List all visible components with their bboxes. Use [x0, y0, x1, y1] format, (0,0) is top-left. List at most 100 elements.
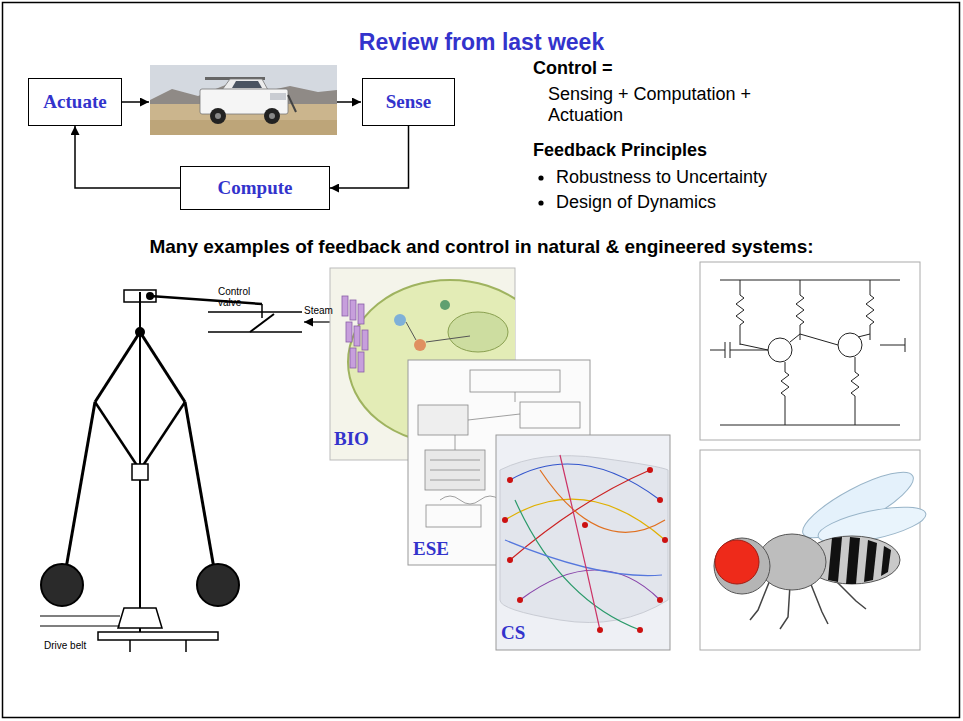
- governor-drawing: [261, 304, 263, 318]
- circuit-schematic: [800, 334, 838, 345]
- ese-picture: [430, 460, 480, 461]
- circuit-schematic: [768, 338, 792, 362]
- label-box: Control valve: [218, 286, 262, 308]
- truck-photo: [215, 113, 221, 119]
- governor-drawing: [95, 402, 140, 470]
- fly-drawing: [864, 540, 877, 582]
- picture-tag: BIO: [334, 428, 369, 450]
- cell-picture: [440, 300, 450, 310]
- truck-photo: [222, 79, 268, 90]
- circuit-schematic: [736, 280, 744, 345]
- circuit-schematic: [725, 342, 726, 358]
- cell-picture: [354, 326, 360, 346]
- governor-drawing: [40, 615, 120, 616]
- network-map: [560, 455, 600, 630]
- network-map: [597, 627, 603, 633]
- truck-photo: [150, 65, 337, 135]
- network-map: [496, 435, 670, 650]
- truck-photo: [210, 108, 226, 124]
- governor-drawing: [304, 321, 330, 322]
- cell-picture: [448, 312, 508, 352]
- ese-picture: [520, 402, 580, 428]
- fly-drawing: [846, 537, 860, 584]
- governor-drawing: [41, 564, 83, 606]
- truck-photo: [288, 95, 296, 112]
- process-box: Actuate: [28, 78, 122, 126]
- network-map: [510, 464, 660, 500]
- ese-picture: [418, 405, 468, 435]
- label-box: Drive belt: [44, 640, 124, 651]
- picture-tag: ESE: [413, 538, 449, 560]
- network-map: [502, 467, 668, 633]
- part-name: Control valve: [218, 286, 262, 308]
- ese-picture: [470, 370, 560, 392]
- truck-photo: [270, 93, 286, 100]
- truck-photo: [150, 65, 337, 135]
- cell-picture: [394, 314, 406, 326]
- circuit-schematic: [905, 338, 906, 352]
- bullet: [538, 175, 543, 180]
- network-map: [647, 467, 653, 473]
- network-map: [637, 627, 643, 633]
- cell-picture: [346, 322, 352, 342]
- part-name: Steam: [304, 305, 333, 316]
- label-box: BIO: [334, 428, 394, 450]
- governor-drawing: [150, 296, 262, 304]
- truck-photo: [264, 108, 280, 124]
- governor-drawing: [132, 464, 148, 480]
- network-map: [507, 477, 513, 483]
- cell-picture: [342, 296, 368, 372]
- truck-photo: [269, 113, 275, 119]
- cell-picture: [414, 339, 426, 351]
- network-map: [505, 499, 665, 540]
- network-map: [496, 435, 670, 650]
- fly-drawing: [700, 450, 929, 650]
- feedback-arrow: [75, 126, 180, 188]
- circuit-schematic: [866, 280, 874, 340]
- fly-drawing: [780, 585, 790, 629]
- cell-picture: [358, 304, 364, 324]
- network-map: [502, 517, 508, 523]
- governor-drawing: [197, 564, 239, 606]
- cell-picture: [406, 322, 416, 340]
- title-text: Review from last week: [359, 29, 604, 55]
- label-box: Many examples of feedback and control in…: [0, 235, 963, 259]
- circuit-schematic: [781, 362, 789, 425]
- flow-arrow: [122, 101, 149, 103]
- circuit-schematic: [858, 334, 870, 337]
- cell-picture: [426, 336, 470, 342]
- network-map: [582, 522, 588, 528]
- governor-drawing: [95, 332, 140, 402]
- slide-title: Review from last week: [0, 28, 963, 56]
- network-map: [657, 497, 663, 503]
- cell-picture: [350, 348, 356, 368]
- heading-text: Control =: [533, 57, 613, 79]
- network-map: [657, 597, 663, 603]
- box-label: Actuate: [43, 91, 106, 114]
- governor-drawing: [136, 328, 144, 336]
- heading-text: Feedback Principles: [533, 139, 707, 161]
- circuit-schematic: [700, 262, 920, 440]
- box-label: Sense: [386, 91, 431, 114]
- ese-picture: [515, 392, 516, 402]
- part-name: Drive belt: [44, 640, 86, 651]
- fly-drawing: [881, 546, 891, 576]
- box-label: Compute: [218, 177, 293, 200]
- fly-drawing: [828, 537, 842, 582]
- circuit-schematic: [710, 350, 725, 351]
- ese-picture: [430, 480, 480, 481]
- circuit-schematic: [790, 334, 800, 342]
- ese-picture: [468, 414, 520, 420]
- network-map: [507, 557, 513, 563]
- governor-drawing: [124, 290, 156, 302]
- body-text: Sensing + Computation + Actuation: [548, 84, 793, 126]
- fly-drawing: [828, 537, 891, 584]
- bullet: [538, 200, 543, 205]
- label-box: Steam: [304, 305, 354, 316]
- flow-arrow: [337, 101, 361, 103]
- governor-drawing: [208, 331, 302, 333]
- ese-picture: [425, 450, 485, 490]
- network-map: [662, 537, 668, 543]
